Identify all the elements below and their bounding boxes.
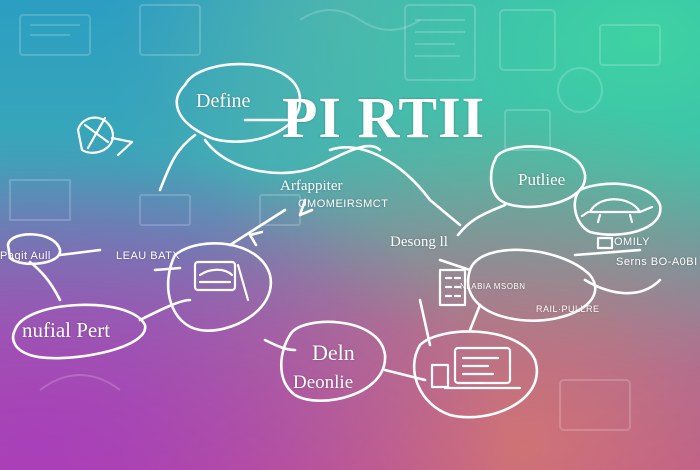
putliee-bubble	[489, 145, 587, 209]
turtle-icon	[580, 198, 654, 224]
deln-bubble	[280, 320, 387, 403]
node-define: Define	[196, 90, 251, 112]
laptop-bubble	[412, 330, 539, 419]
define-bubble	[175, 62, 302, 143]
nufial-bubble	[11, 303, 147, 360]
lantern-icon	[76, 116, 134, 157]
node-putliee: Putliee	[518, 170, 566, 189]
node-small-center-2: RAIL·PULLRE	[536, 304, 600, 314]
tablet-icon	[193, 260, 250, 302]
node-deln: Deln	[312, 340, 355, 365]
node-small-center: NLABIA MSOBN	[460, 282, 526, 291]
node-apppiter-sub: OMOMEIRSMCT	[298, 198, 389, 210]
laptop-icon	[430, 346, 522, 390]
node-pagit: Pagit Aull	[0, 250, 51, 262]
main-title: PI RTII	[282, 85, 486, 150]
node-leaubatx: LEAU BATX	[116, 250, 181, 262]
node-nufial-pert: nufial Pert	[22, 318, 111, 342]
node-omily: OMILY	[614, 236, 650, 248]
desong-bubble	[466, 248, 597, 322]
tablet-bubble	[166, 242, 273, 332]
node-serns: Serns BO-A0BI	[616, 256, 698, 268]
pagit-bubble	[6, 233, 62, 266]
node-deonlie: Deonlie	[293, 372, 354, 393]
node-desong: Desong ll	[390, 234, 448, 250]
node-apppiter: Arfappiter	[280, 178, 343, 194]
building-icon	[438, 236, 614, 307]
turtle-bubble	[573, 182, 662, 236]
